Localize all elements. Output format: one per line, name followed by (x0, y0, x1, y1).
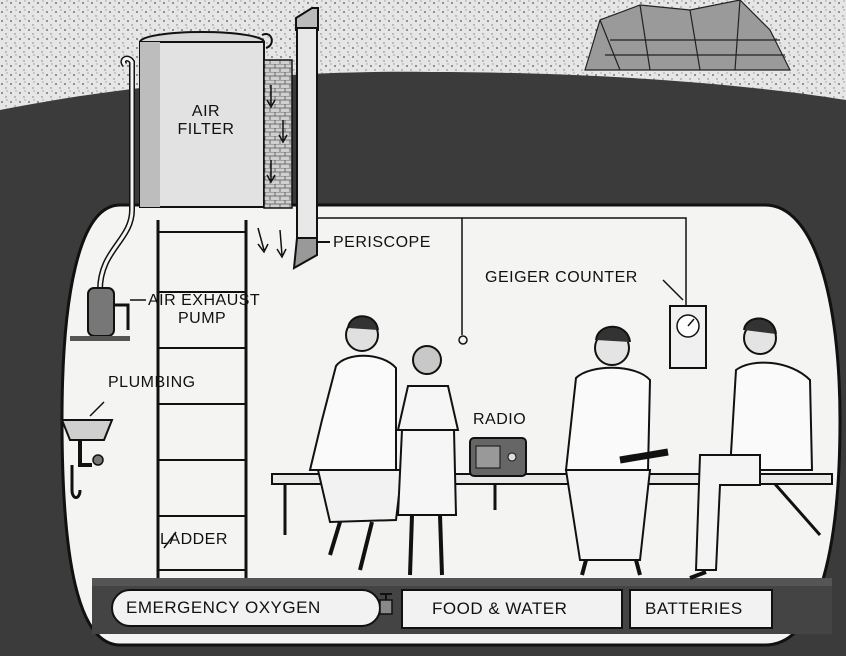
ladder-label: LADDER (160, 531, 228, 548)
filter-brick-column (263, 59, 293, 209)
periscope-label: PERISCOPE (333, 234, 431, 251)
air-filter-tank (139, 31, 273, 208)
man-figure (564, 325, 669, 576)
radio-label: RADIO (473, 411, 527, 428)
radio-set (469, 437, 527, 477)
batteries-box (629, 589, 773, 629)
air-exhaust-label-line1: AIR EXHAUST (148, 292, 261, 309)
air-exhaust-pump-label: AIR EXHAUST PUMP (148, 292, 260, 327)
batteries-label: BATTERIES (645, 599, 743, 618)
shelter-floor (92, 578, 832, 586)
plumbing-label: PLUMBING (108, 374, 196, 391)
plumbing-sink (60, 401, 114, 499)
air-filter-label-line2: FILTER (177, 120, 235, 138)
food-water-box (401, 589, 623, 629)
food-water-label: FOOD & WATER (432, 599, 568, 618)
air-exhaust-label-line2: PUMP (178, 309, 227, 327)
emergency-oxygen-label: EMERGENCY OXYGEN (126, 598, 321, 617)
leader-lines (163, 279, 684, 549)
woman-figure (308, 315, 404, 571)
ladder (156, 220, 248, 578)
air-filter-label-line1: AIR (191, 103, 221, 120)
geiger-wire (462, 217, 687, 308)
air-exhaust-pump (70, 287, 146, 341)
bench (271, 473, 833, 536)
storage-bay (92, 586, 832, 634)
air-filter-label: AIR FILTER (176, 103, 236, 138)
airflow-arrows (257, 85, 288, 259)
periscope (292, 7, 330, 270)
geiger-counter-label: GEIGER COUNTER (485, 269, 638, 286)
boy-figure (689, 317, 814, 580)
oxygen-valve (379, 593, 393, 615)
house-ruins (584, 0, 791, 71)
girl-figure (396, 345, 460, 576)
geiger-counter (669, 305, 707, 369)
